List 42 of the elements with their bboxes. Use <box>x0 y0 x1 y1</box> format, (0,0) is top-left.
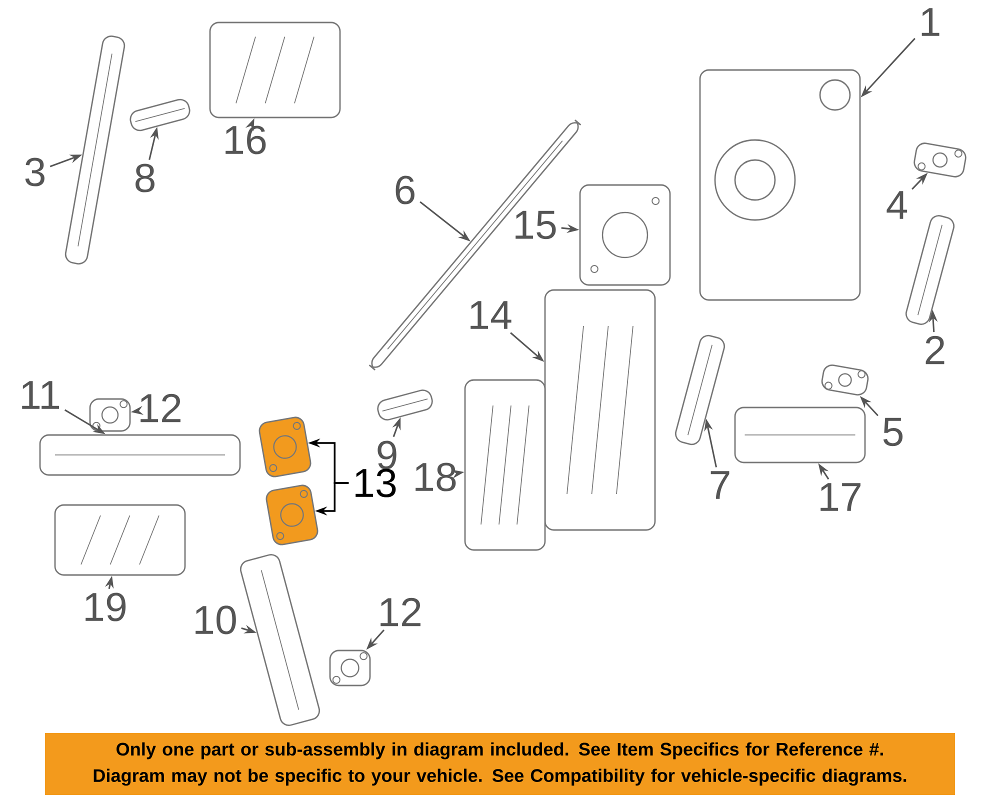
hose-drawing <box>674 334 726 446</box>
callout-number: 10 <box>196 606 236 634</box>
pipe-drawing <box>39 434 241 476</box>
notice-banner: Only one part or sub-assembly in diagram included. See Item Specifics for Reference #. Diagram may not be specific to your vehicle. See Compatibility for vehicle-specific diagrams. <box>45 733 955 795</box>
manifold-drawing <box>54 504 186 576</box>
gasket-drawing <box>258 416 312 478</box>
callout-number: 6 <box>396 176 414 204</box>
callout-number: 18 <box>416 462 456 492</box>
callout-number: 7 <box>710 471 730 499</box>
callout-number: 14 <box>470 301 512 329</box>
tube-drawing <box>130 98 190 132</box>
callout-number: 9 <box>378 440 396 470</box>
callout-number: 1 <box>922 8 940 36</box>
callout-number: 15 <box>516 210 556 240</box>
callout-number: 12 <box>140 394 180 422</box>
callout-number: 12 <box>380 598 420 626</box>
gasket-drawing <box>914 142 966 178</box>
heat-shield-drawing <box>464 379 546 551</box>
tube-drawing <box>368 119 582 371</box>
pipe-drawing <box>64 36 126 264</box>
heat-shield-drawing <box>544 289 656 531</box>
callout-number: 19 <box>86 592 126 622</box>
heat-shield-drawing <box>209 22 341 118</box>
gasket-drawing <box>89 398 131 432</box>
callout-number: 13 <box>356 468 396 498</box>
pipe-drawing <box>240 554 320 726</box>
gasket-drawing <box>329 650 371 686</box>
gasket-drawing <box>821 364 869 396</box>
gasket-drawing <box>579 184 671 286</box>
callout-number: 2 <box>926 336 944 364</box>
callout-number: 5 <box>883 418 903 446</box>
heat-shield-drawing <box>734 406 866 464</box>
pipe-drawing <box>905 215 955 325</box>
callout-number: 11 <box>22 381 60 409</box>
tube-drawing <box>377 390 433 420</box>
callout-number: 16 <box>226 126 266 154</box>
callout-number: 4 <box>886 191 908 219</box>
callout-number: 17 <box>820 483 860 511</box>
callout-number: 8 <box>136 164 154 192</box>
turbocharger-drawing <box>699 69 861 301</box>
callout-number: 3 <box>25 158 44 186</box>
gasket-drawing <box>266 484 318 546</box>
